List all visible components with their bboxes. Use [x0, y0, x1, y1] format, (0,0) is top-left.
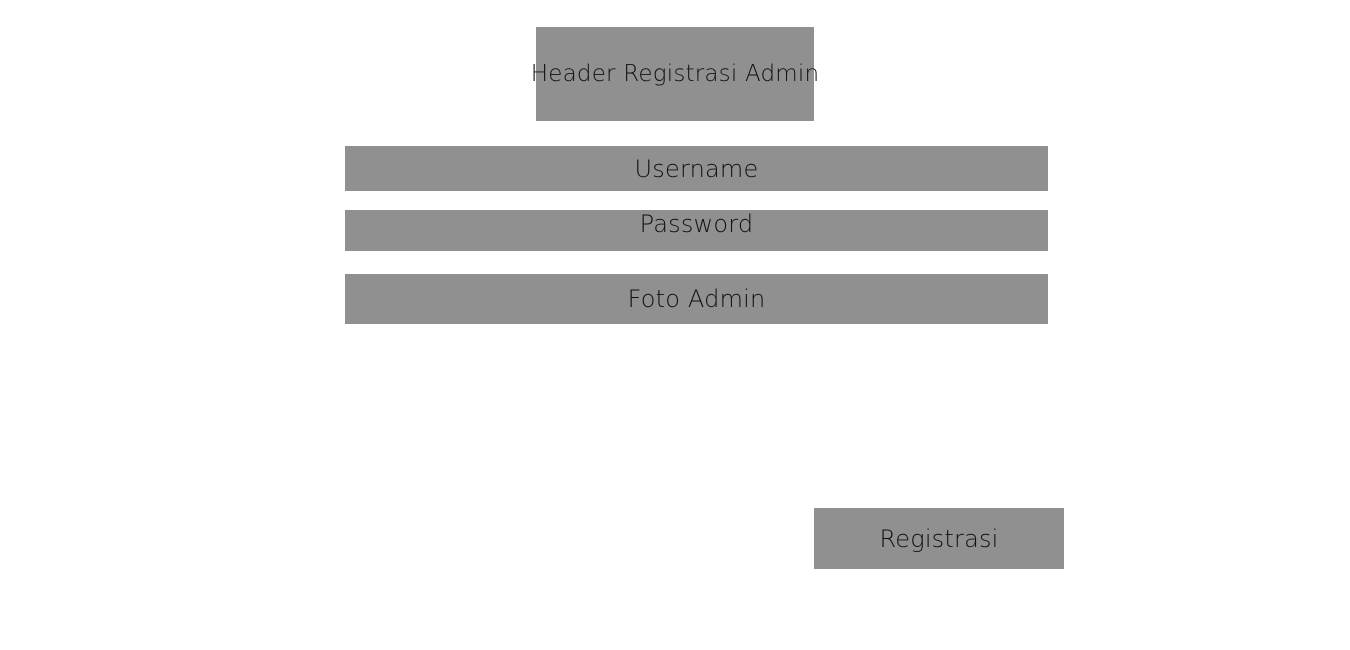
register-button[interactable]: Registrasi: [814, 508, 1064, 569]
password-label: Password: [639, 210, 754, 238]
username-label: Username: [634, 154, 759, 183]
page-title: Header Registrasi Admin: [530, 61, 820, 87]
register-button-label: Registrasi: [879, 524, 999, 553]
username-field[interactable]: Username: [345, 146, 1048, 191]
foto-admin-field[interactable]: Foto Admin: [345, 274, 1048, 324]
page-header: Header Registrasi Admin: [531, 27, 819, 121]
foto-admin-label: Foto Admin: [627, 285, 766, 313]
password-field[interactable]: Password: [345, 210, 1048, 251]
